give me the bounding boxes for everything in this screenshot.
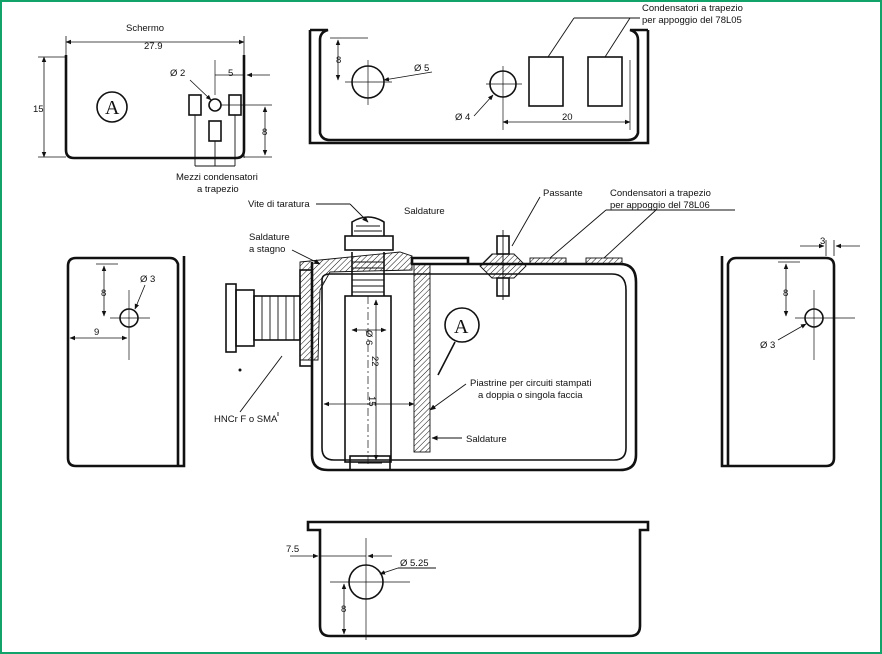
main-section-view: Ø 6 22 15 A Passante Condensatori a trap…: [214, 188, 735, 472]
capacitor-78l06-left: [529, 257, 567, 265]
left-dim-9-label: 9: [94, 327, 99, 338]
passante-label: Passante: [543, 188, 583, 199]
bottom-outline: [306, 520, 650, 638]
cond-78l05-label-2: per appoggio del 78L05: [642, 15, 742, 26]
right-side-outline: [720, 256, 836, 468]
left-side-view: 8 Ø 3 9: [66, 256, 186, 468]
schermo-label: Schermo: [126, 23, 164, 34]
dia-4-label: Ø 4: [455, 112, 470, 123]
tuning-screw-thread: [351, 252, 385, 296]
dia-2-label: Ø 2: [170, 68, 185, 79]
saldature-stagno-label-1: Saldature: [249, 232, 290, 243]
schermo-view: Schermo 27.9 15 A Ø 2 5 8 Mezzi condensa…: [33, 23, 272, 195]
cond-78l06-label-2: per appoggio del 78L06: [610, 200, 710, 211]
dim-22-label: 22: [369, 356, 380, 367]
capacitor-78l06-right: [585, 257, 623, 265]
cond-78l05-label-1: Condensatori a trapezio: [642, 3, 743, 14]
schermo-outline: [64, 55, 246, 160]
left-dim-8-label: 8: [101, 288, 106, 299]
right-dim-8-label: 8: [783, 288, 788, 299]
reference-A-main-label: A: [454, 316, 469, 338]
saldature-bottom-label: Saldature: [466, 434, 507, 445]
dim-15-mid-label: 15: [366, 396, 377, 407]
reference-A-label: A: [105, 97, 120, 119]
saldature-top-label: Saldature: [404, 206, 445, 217]
hncr-label: HNCr F o SMA: [214, 414, 278, 425]
bottom-dim-7-5-label: 7.5: [286, 544, 299, 555]
top-side-outline: [308, 28, 650, 145]
piastrine-label-1: Piastrine per circuiti stampati: [470, 378, 591, 389]
bottom-dim-8-label: 8: [341, 604, 346, 615]
piastrine-label-2: a doppia o singola faccia: [478, 390, 583, 401]
top-side-view: 8 Ø 5 Ø 4 20 Condensatori a trapezio per…: [308, 3, 743, 145]
reference-A-circle-main: [444, 307, 480, 343]
dim-20-label: 20: [562, 112, 573, 123]
half-capacitor-left: [188, 94, 202, 116]
bottom-cap: [349, 455, 391, 471]
dim-8-top-label: 8: [336, 55, 341, 66]
dim-15-label: 15: [33, 104, 44, 115]
capacitor-78l05-right: [587, 56, 623, 107]
hncr-connector: [225, 269, 313, 367]
vite-label: Vite di taratura: [248, 199, 310, 210]
mezzi-label-2: a trapezio: [197, 184, 239, 195]
mezzi-label-1: Mezzi condensatori: [176, 172, 258, 183]
right-side-view: 8 3 Ø 3: [720, 236, 860, 468]
dim-27-9-label: 27.9: [144, 41, 163, 52]
capacitor-78l05-left: [528, 56, 564, 107]
right-dim-3-label: 3: [820, 236, 825, 247]
dia-5-label: Ø 5: [414, 63, 429, 74]
dim-8-right-label: 8: [262, 127, 267, 138]
bottom-view: 7.5 Ø 5.25 8: [286, 520, 650, 640]
dia-6-label: Ø 6: [363, 330, 374, 345]
saldature-stagno-label-2: a stagno: [249, 244, 285, 255]
reference-A-circle: [96, 91, 128, 123]
main-box-outline: [310, 256, 638, 472]
half-capacitor-bottom: [208, 120, 222, 142]
left-side-outline: [66, 256, 186, 468]
left-dia-3-label: Ø 3: [140, 274, 155, 285]
dim-5-label: 5: [228, 68, 233, 79]
cond-78l06-label-1: Condensatori a trapezio: [610, 188, 711, 199]
tuning-screw-nut: [344, 235, 394, 251]
hole-2mm: [208, 98, 222, 112]
pcb-plate: [413, 263, 431, 453]
right-dia-3-label: Ø 3: [760, 340, 775, 351]
bottom-dia-5-25-label: Ø 5.25: [400, 558, 429, 569]
